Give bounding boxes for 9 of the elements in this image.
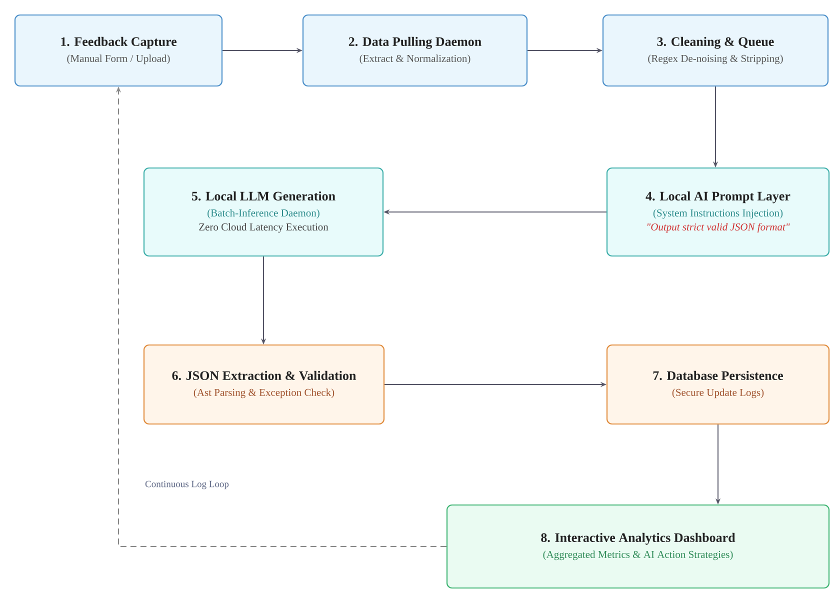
process-box: 6. JSON Extraction & Validation (Ast Parsing & Exception Check) xyxy=(143,344,385,425)
process-box: 2. Data Pulling Daemon (Extract & Normalization) xyxy=(302,14,528,87)
process-box: 1. Feedback Capture (Manual Form / Upload) xyxy=(14,14,223,87)
process-box: 3. Cleaning & Queue (Regex De-noising & Stripping) xyxy=(602,14,829,87)
process-box: 7. Database Persistence (Secure Update Logs) xyxy=(606,344,830,425)
edge-label: Continuous Log Loop xyxy=(144,480,230,490)
process-box: 4. Local AI Prompt Layer (System Instructions Injection) "Output strict valid JSON format" xyxy=(606,167,830,257)
process-box: 5. Local LLM Generation (Batch-Inference Daemon) Zero Cloud Latency Execution xyxy=(143,167,384,257)
process-box: 8. Interactive Analytics Dashboard (Aggregated Metrics & AI Action Strategies) xyxy=(446,504,830,589)
